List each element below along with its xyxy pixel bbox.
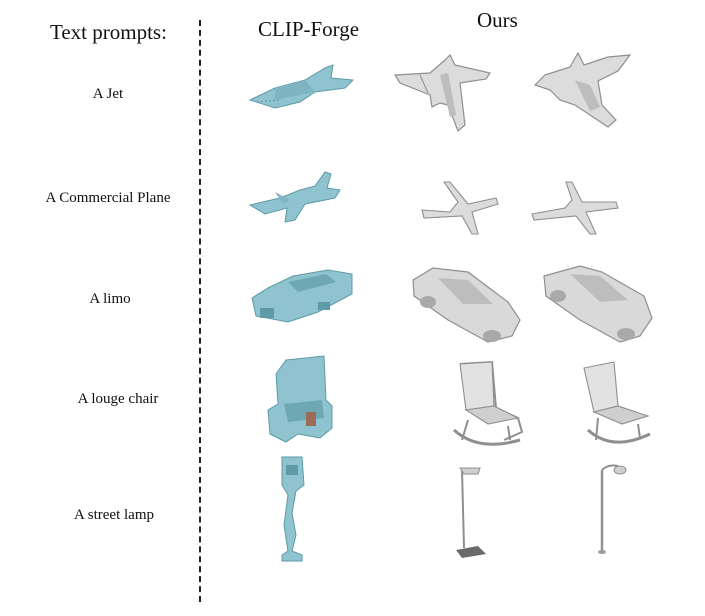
ours-jet-render-1 <box>393 53 491 133</box>
ours-limo-render-2 <box>543 265 653 343</box>
ours-lounge-chair-render-2 <box>583 361 651 444</box>
ours-header: Ours <box>477 8 518 32</box>
clipforge-commercial-plane-render <box>248 171 341 223</box>
prompt-label: A limo <box>89 291 131 307</box>
dashed-divider <box>199 20 201 602</box>
prompt-label: A Commercial Plane <box>45 190 171 206</box>
prompts-header: Text prompts: <box>50 20 167 44</box>
prompt-label: A street lamp <box>74 507 154 523</box>
ours-commercial-plane-render-1 <box>421 181 499 235</box>
prompt-label: A louge chair <box>77 391 159 407</box>
ours-commercial-plane-render-2 <box>531 181 619 235</box>
clipforge-limo-render <box>251 269 353 323</box>
clipforge-lounge-chair-render <box>267 355 333 443</box>
clipforge-street-lamp-render <box>281 456 305 562</box>
ours-limo-render-1 <box>412 267 521 343</box>
clipforge-header: CLIP-Forge <box>258 17 360 41</box>
prompt-label: A Jet <box>92 86 124 102</box>
ours-street-lamp-render-2 <box>598 464 627 554</box>
clipforge-jet-render <box>248 64 355 109</box>
ours-lounge-chair-render-1 <box>452 360 524 446</box>
ours-street-lamp-render-1 <box>456 467 486 558</box>
ours-jet-render-2 <box>533 51 632 128</box>
